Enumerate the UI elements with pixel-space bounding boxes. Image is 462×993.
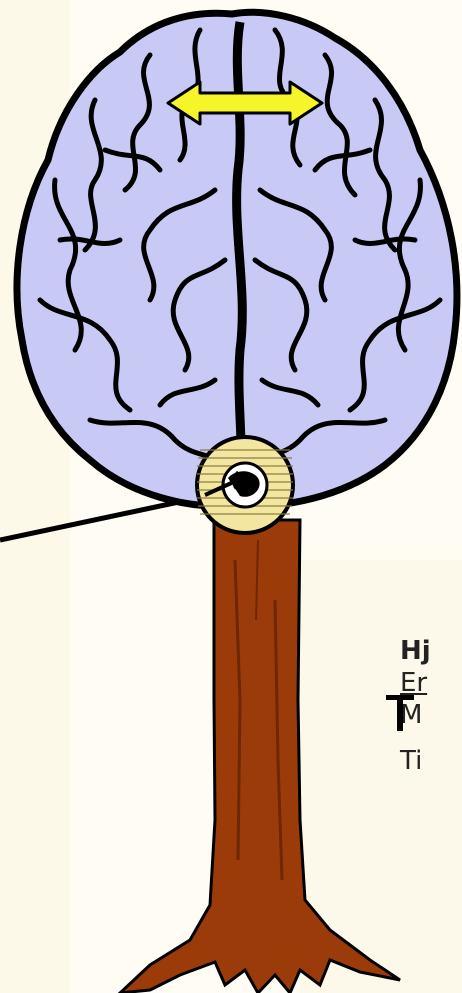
text-cursor-icon: [386, 695, 414, 731]
brain-icon: [17, 12, 457, 506]
tree-trunk-icon: [120, 520, 400, 993]
caption-line-2: Er: [400, 668, 427, 698]
magnifier-lens-icon: [197, 437, 293, 533]
caption-line-4: Ti: [400, 746, 422, 776]
caption-line-1: Hj: [400, 636, 431, 666]
